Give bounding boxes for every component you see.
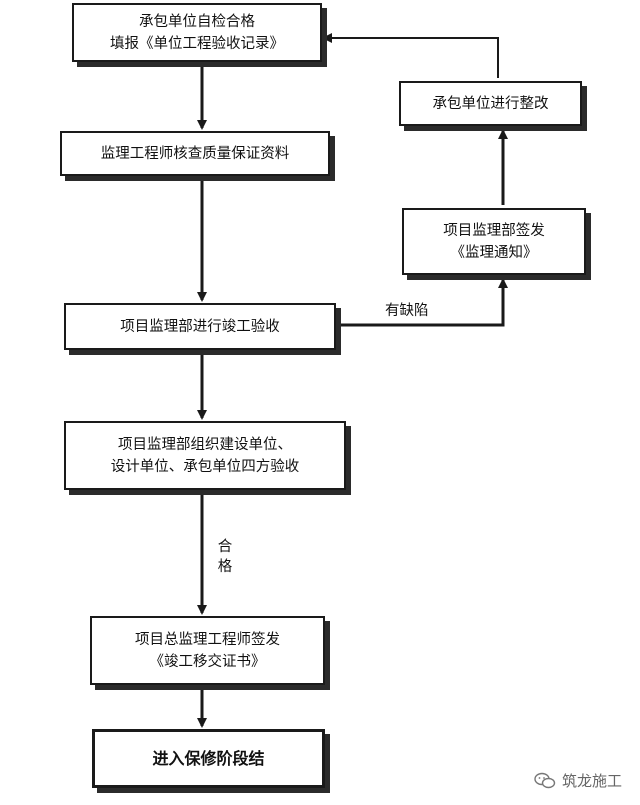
node-rectify-line1: 承包单位进行整改 bbox=[432, 95, 549, 112]
node-notice-line2: 《监理通知》 bbox=[450, 244, 538, 261]
edge-label-defect: 有缺陷 bbox=[385, 303, 429, 319]
node-self-check: 承包单位自检合格 填报《单位工程验收记录》 bbox=[72, 3, 322, 62]
node-four-party-line1: 项目监理部组织建设单位、 bbox=[118, 436, 292, 453]
node-rectify: 承包单位进行整改 bbox=[399, 81, 582, 126]
node-warranty: 进入保修阶段结 bbox=[92, 729, 325, 788]
node-self-check-line1: 承包单位自检合格 bbox=[139, 13, 255, 30]
node-engineer-review: 监理工程师核查质量保证资料 bbox=[60, 131, 330, 176]
node-completion-check-line1: 项目监理部进行竣工验收 bbox=[120, 318, 280, 335]
node-completion-check: 项目监理部进行竣工验收 bbox=[64, 303, 336, 350]
node-chief-sign-line1: 项目总监理工程师签发 bbox=[135, 631, 280, 648]
node-notice-line1: 项目监理部签发 bbox=[443, 222, 545, 239]
node-notice: 项目监理部签发 《监理通知》 bbox=[402, 208, 586, 275]
watermark-text: 筑龙施工 bbox=[561, 772, 622, 790]
node-warranty-line1: 进入保修阶段结 bbox=[152, 748, 265, 768]
node-four-party-line2: 设计单位、承包单位四方验收 bbox=[110, 458, 300, 475]
node-chief-sign: 项目总监理工程师签发 《竣工移交证书》 bbox=[90, 616, 325, 685]
edge-label-pass: 合格 bbox=[217, 539, 233, 575]
node-four-party: 项目监理部组织建设单位、 设计单位、承包单位四方验收 bbox=[64, 421, 346, 490]
node-chief-sign-line2: 《竣工移交证书》 bbox=[149, 653, 266, 670]
arrow-rectify-to-selfcheck bbox=[322, 33, 499, 78]
node-self-check-line2: 填报《单位工程验收记录》 bbox=[110, 35, 284, 52]
watermark: 筑龙施工 bbox=[534, 770, 622, 791]
node-engineer-review-line1: 监理工程师核查质量保证资料 bbox=[100, 145, 290, 162]
arrow-completion-to-notice bbox=[336, 278, 508, 327]
wechat-icon bbox=[534, 772, 556, 788]
